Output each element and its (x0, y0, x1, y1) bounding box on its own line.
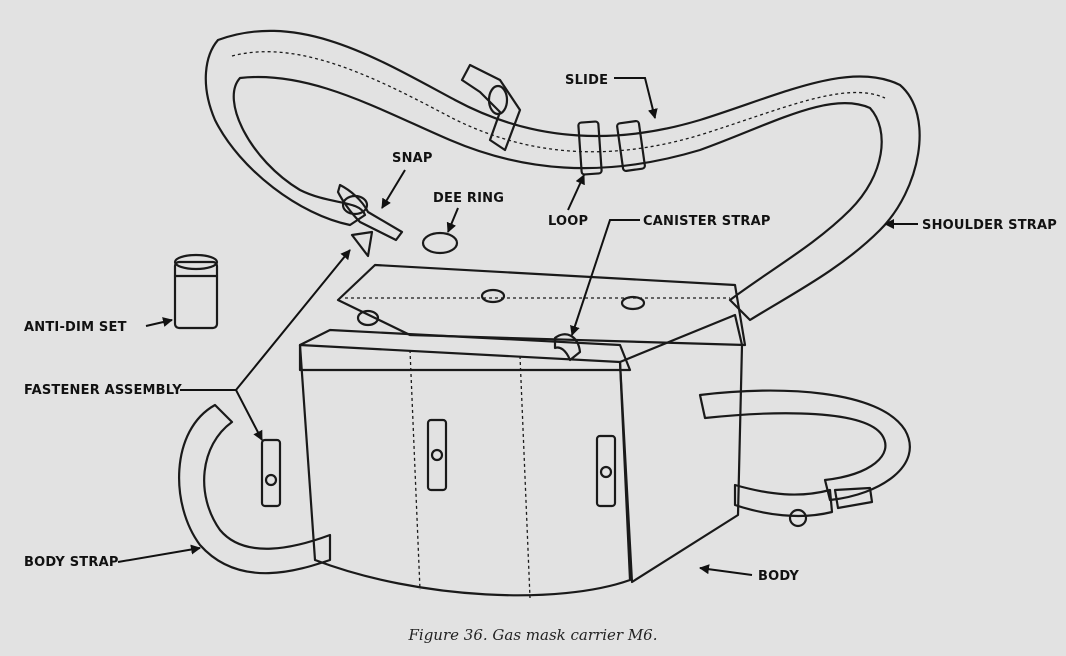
figure-caption: Figure 36. Gas mask carrier M6. (408, 626, 658, 644)
label-slide: SLIDE (565, 73, 608, 88)
label-fastener-assembly: FASTENER ASSEMBLY (24, 383, 182, 398)
leader-body-strap (117, 544, 201, 563)
label-shoulder-strap: SHOULDER STRAP (922, 218, 1057, 233)
leader-canister-strap (570, 219, 640, 336)
leader-lines (117, 77, 918, 576)
label-anti-dim-set: ANTI-DIM SET (24, 320, 127, 335)
shoulder-strap (204, 29, 921, 322)
leader-anti-dim-set (145, 317, 173, 327)
slide-buckle (577, 119, 646, 176)
body-strap (178, 389, 911, 575)
label-dee-ring: DEE RING (433, 191, 504, 206)
carrier-body (260, 263, 747, 599)
leader-loop (567, 174, 585, 211)
anti-dim-set-tin (173, 253, 219, 330)
label-body: BODY (758, 569, 799, 584)
snap-hook-upper (460, 63, 522, 152)
leader-fastener-b (235, 249, 351, 391)
fastener-piece (350, 230, 374, 258)
leader-slide (614, 77, 658, 119)
leader-body (699, 564, 753, 576)
label-snap: SNAP (392, 151, 433, 166)
dee-ring (421, 231, 459, 255)
label-canister-strap: CANISTER STRAP (643, 214, 771, 229)
label-body-strap: BODY STRAP (24, 555, 119, 570)
label-loop: LOOP (548, 214, 588, 229)
leader-snap (381, 169, 406, 209)
snap-hook (336, 183, 404, 242)
leader-dee-ring (446, 207, 459, 233)
